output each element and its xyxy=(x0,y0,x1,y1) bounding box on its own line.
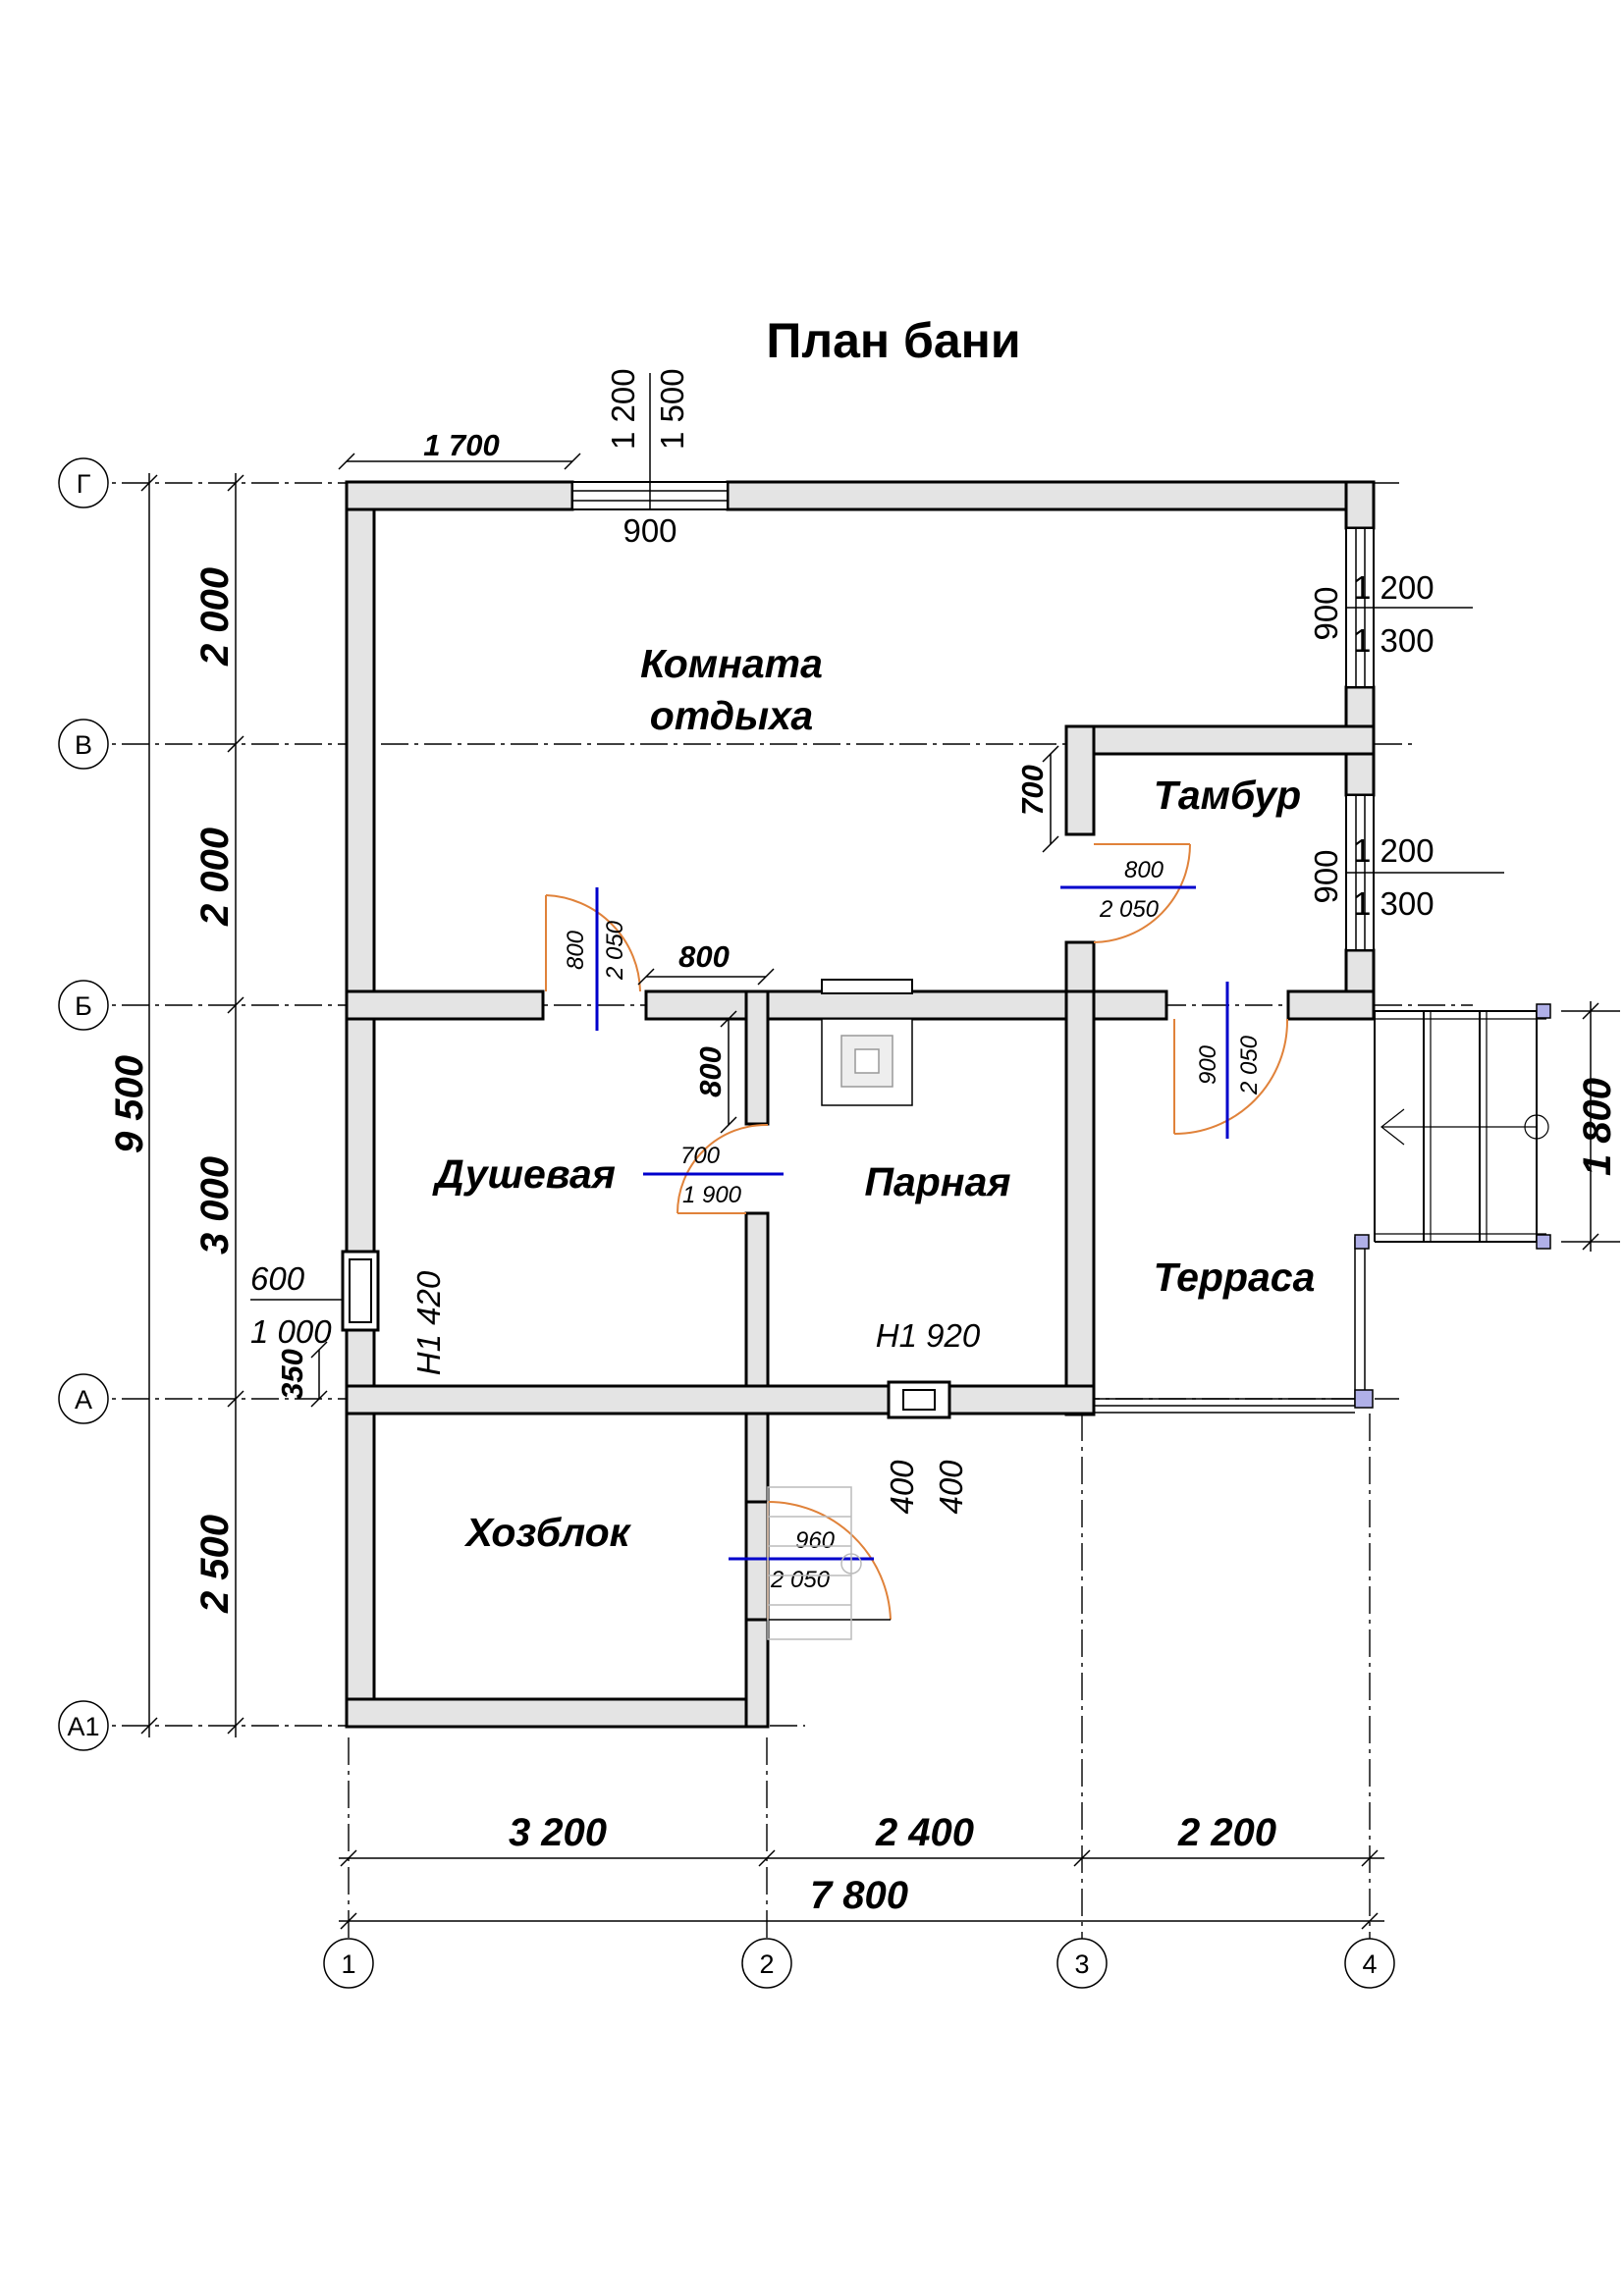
walls xyxy=(345,480,1376,1729)
dim-partition-800: 800 xyxy=(678,939,730,974)
axis-label-2: 2 xyxy=(759,1949,774,1979)
dim-total-height: 9 500 xyxy=(108,1055,151,1153)
door-vestibule-height: 2 050 xyxy=(1099,896,1160,923)
window-right-lower-width: 900 xyxy=(1308,849,1344,903)
wall-b-1 xyxy=(345,989,545,1021)
window-top-sill: 1 200 xyxy=(605,368,641,450)
dim-top-offset: 1 700 xyxy=(423,428,500,462)
stove: H1 920 400 400 xyxy=(821,979,981,1515)
window-top-head: 1 500 xyxy=(654,368,690,450)
local-dimensions: 1 700 800 700 800 350 xyxy=(275,428,1059,1408)
step-post-top xyxy=(1536,1003,1551,1019)
wall-vestibule-left xyxy=(1064,724,1096,836)
door-swing-rest xyxy=(545,894,641,992)
dim-bottom-1: 3 200 xyxy=(509,1811,607,1854)
wall-utility-right-upper xyxy=(744,1412,770,1504)
door-rest-width: 800 xyxy=(563,930,589,970)
wall-right-1 xyxy=(1344,480,1376,530)
terrace-steps: 1 800 xyxy=(1374,1001,1620,1252)
axis-label-3: 3 xyxy=(1074,1949,1089,1979)
door-swing-shower xyxy=(677,1123,769,1214)
dim-stairs: 1 800 xyxy=(1576,1078,1619,1176)
window-right-upper-sill: 1 200 xyxy=(1353,569,1435,606)
door-terrace-height: 2 050 xyxy=(1236,1035,1263,1095)
door-swing-vestibule xyxy=(1093,843,1191,943)
axis-label-v: В xyxy=(75,730,92,760)
window-right-upper-head: 1 300 xyxy=(1353,622,1435,659)
axis-label-b: Б xyxy=(75,991,92,1021)
axis-label-4: 4 xyxy=(1362,1949,1377,1979)
room-utility: Хозблок xyxy=(464,1510,632,1555)
door-shower-height: 1 900 xyxy=(682,1182,742,1208)
terrace xyxy=(1094,1234,1374,1414)
door-vestibule-width: 800 xyxy=(1124,857,1164,883)
dim-left-4: 2 500 xyxy=(193,1515,237,1614)
room-shower: Душевая xyxy=(432,1151,616,1197)
wall-utility-right-lower xyxy=(744,1618,770,1729)
axis-label-a1: А1 xyxy=(67,1712,99,1741)
axis-label-1: 1 xyxy=(341,1949,355,1979)
door-utility-height: 2 050 xyxy=(770,1567,831,1593)
window-right-lower-sill: 1 200 xyxy=(1353,832,1435,869)
dim-total-width: 7 800 xyxy=(810,1874,908,1917)
room-rest-line2: отдыха xyxy=(650,693,813,738)
axis-bubbles: Г В Б А А1 1 2 3 4 xyxy=(58,457,1395,1989)
dim-bottom-3: 2 200 xyxy=(1177,1811,1276,1854)
dim-vestibule-700: 700 xyxy=(1015,765,1050,816)
room-steam: Парная xyxy=(864,1159,1010,1204)
window-top-width: 900 xyxy=(623,512,677,549)
axis-label-a: А xyxy=(75,1385,92,1415)
wall-steam-right xyxy=(1064,989,1096,1416)
stove-dim-a: 400 xyxy=(884,1460,920,1515)
step-post-bottom xyxy=(1536,1234,1551,1250)
doors: 800 2 050 800 2 050 900 2 050 700 1 900 … xyxy=(545,843,1289,1621)
wall-outer-left xyxy=(345,480,376,1729)
wall-outer-top-left xyxy=(345,480,574,511)
window-shower-height: 1 000 xyxy=(250,1313,332,1350)
plan-title: План бани xyxy=(766,313,1020,368)
door-shower-width: 700 xyxy=(680,1143,721,1169)
terrace-post-corner xyxy=(1354,1389,1374,1409)
windows: 1 200 1 500 900 900 1 200 1 300 900 1 20… xyxy=(250,368,1504,1375)
terrace-post-mid xyxy=(1354,1234,1370,1250)
left-dimensions: 2 000 2 000 3 000 2 500 9 500 xyxy=(108,473,244,1737)
door-utility-width: 960 xyxy=(795,1527,836,1554)
dim-left-2: 2 000 xyxy=(193,828,237,927)
dim-350: 350 xyxy=(275,1349,309,1400)
bottom-dimensions: 3 200 2 400 2 200 7 800 xyxy=(339,1811,1384,1930)
wall-a xyxy=(345,1384,1096,1415)
wall-b-3 xyxy=(1286,989,1376,1021)
window-shower-mark: H1 420 xyxy=(410,1270,447,1375)
window-right-upper-width: 900 xyxy=(1308,586,1344,640)
door-swing-utility xyxy=(767,1500,892,1621)
window-right-lower-head: 1 300 xyxy=(1353,885,1435,922)
wall-a1 xyxy=(345,1697,770,1729)
chimney-top xyxy=(821,979,913,994)
stove-dim-b: 400 xyxy=(933,1460,969,1515)
dim-shower-800: 800 xyxy=(693,1046,728,1097)
room-terrace: Терраса xyxy=(1154,1255,1316,1300)
window-shower-width: 600 xyxy=(250,1260,305,1297)
door-swing-terrace xyxy=(1173,1018,1289,1135)
wall-vestibule-top xyxy=(1064,724,1376,756)
room-rest-line1: Комната xyxy=(640,641,823,686)
utility-steps xyxy=(767,1486,862,1640)
wall-outer-top-right xyxy=(726,480,1376,511)
room-vestibule: Тамбур xyxy=(1154,773,1301,818)
door-rest-height: 2 050 xyxy=(602,920,628,981)
stove-mark: H1 920 xyxy=(876,1317,981,1354)
dim-left-1: 2 000 xyxy=(193,567,237,667)
room-labels: Комната отдыха Тамбур Душевая Парная Тер… xyxy=(432,641,1315,1555)
wall-partition-upper xyxy=(744,989,770,1126)
dim-bottom-2: 2 400 xyxy=(875,1811,974,1854)
axis-label-g: Г xyxy=(77,469,91,499)
door-terrace-width: 900 xyxy=(1195,1044,1221,1085)
dim-left-3: 3 000 xyxy=(193,1156,237,1255)
